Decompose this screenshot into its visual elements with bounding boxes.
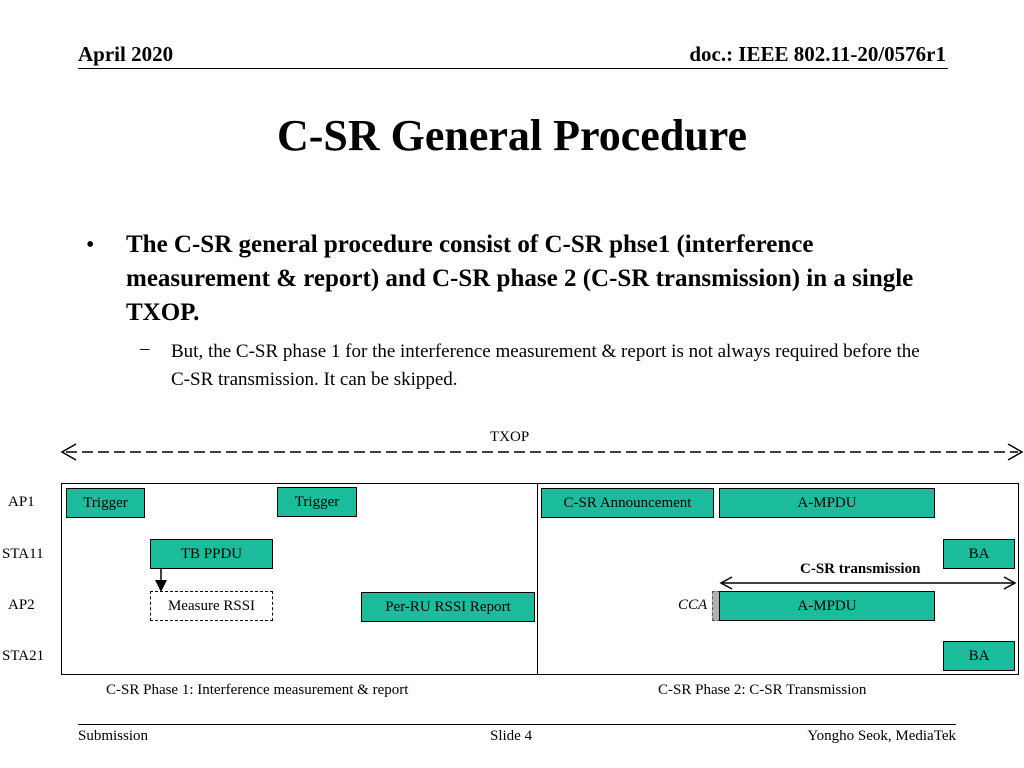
- row-label-ap1: AP1: [8, 494, 35, 510]
- footer-divider: [78, 724, 956, 725]
- bullet-marker: •: [86, 232, 95, 258]
- header-doc-id: doc.: IEEE 802.11-20/0576r1: [689, 42, 946, 66]
- footer-submission: Submission: [78, 728, 149, 744]
- bullet-main: The C-SR general procedure consist of C-…: [126, 231, 914, 326]
- phase1-caption: C-SR Phase 1: Interference measurement &…: [106, 682, 409, 698]
- bullet-sub: But, the C-SR phase 1 for the interferen…: [171, 341, 920, 390]
- header-divider: [78, 68, 948, 69]
- row-label-sta11: STA11: [2, 546, 44, 562]
- csr-transmission-label: C-SR transmission: [800, 561, 921, 577]
- txop-arrow-right-head: [1007, 443, 1024, 461]
- txop-label: TXOP: [490, 429, 530, 445]
- row-label-ap2: AP2: [8, 597, 35, 613]
- phase2-caption: C-SR Phase 2: C-SR Transmission: [658, 682, 867, 698]
- phase2-frame: [537, 483, 1019, 675]
- tb-ppdu-frame: TB PPDU: [150, 539, 273, 569]
- ba-sta21-frame: BA: [943, 641, 1015, 671]
- row-label-sta21: STA21: [2, 648, 45, 664]
- per-ru-rssi-report-frame: Per-RU RSSI Report: [361, 592, 535, 622]
- csr-announcement-frame: C-SR Announcement: [541, 488, 714, 518]
- ampdu-ap1-frame: A-MPDU: [719, 488, 935, 518]
- trigger-frame-1: Trigger: [66, 488, 145, 518]
- header-date: April 2020: [78, 42, 174, 66]
- slide-title: C-SR General Procedure: [276, 111, 748, 160]
- txop-arrow-left-head: [60, 443, 77, 461]
- cca-label: CCA: [678, 597, 708, 613]
- trigger-frame-2: Trigger: [277, 487, 357, 517]
- footer-author: Yongho Seok, MediaTek: [807, 728, 956, 744]
- ba-sta11-frame: BA: [943, 539, 1015, 569]
- measure-rssi-box: Measure RSSI: [150, 591, 273, 621]
- footer-slide-number: Slide 4: [490, 728, 533, 744]
- ampdu-ap2-frame: A-MPDU: [719, 591, 935, 621]
- sub-bullet-marker: –: [140, 338, 150, 359]
